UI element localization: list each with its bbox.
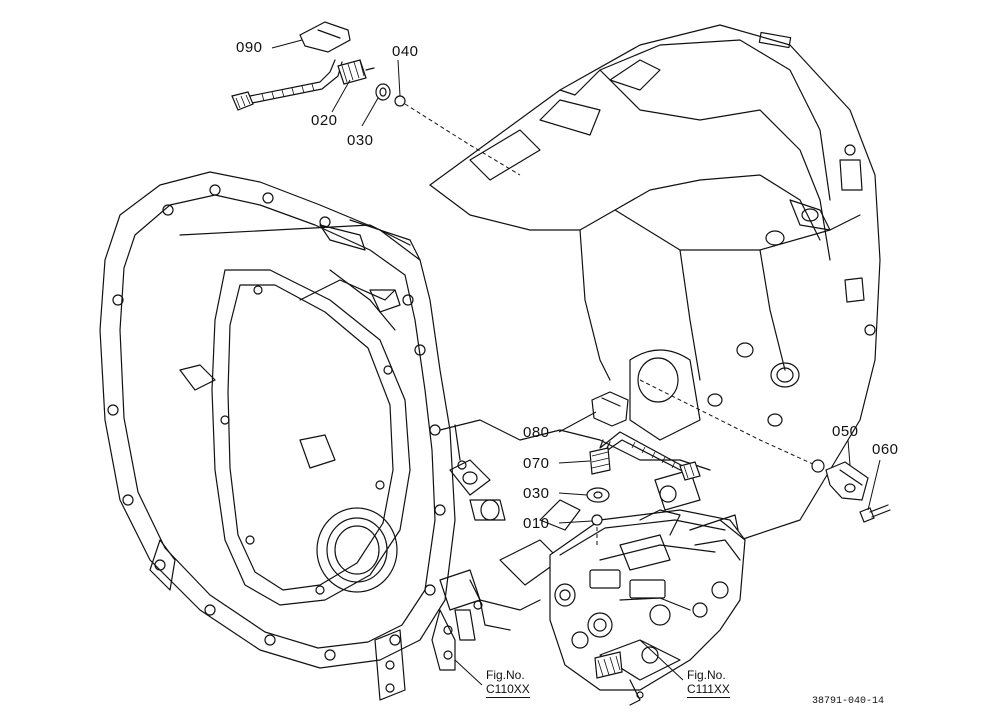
part-label-090: 090 (236, 39, 263, 56)
control-valve-block (549, 469, 746, 706)
label-leaders (271, 39, 881, 686)
part-label-060: 060 (872, 441, 899, 458)
sensor-assembly (639, 379, 891, 523)
part-label-080: 080 (523, 424, 550, 441)
part-label-030-top: 030 (347, 132, 374, 149)
figure-ref-right-code: C111XX (687, 682, 730, 698)
part-label-010: 010 (523, 515, 550, 532)
figure-ref-left-label: Fig.No. (486, 668, 525, 682)
lower-mounts (374, 419, 711, 701)
figure-ref-left-code: C110XX (486, 682, 530, 698)
drawing-code: 38791-040-14 (812, 696, 885, 707)
part-label-030-mid: 030 (523, 485, 550, 502)
middle-pipe-assembly (586, 391, 701, 545)
top-pipe-assembly (231, 21, 521, 176)
figure-ref-right-label: Fig.No. (687, 668, 726, 682)
part-label-050: 050 (832, 423, 859, 440)
figure-ref-right: Fig.No. C111XX (687, 668, 730, 698)
part-label-040: 040 (392, 43, 419, 60)
part-label-020: 020 (311, 112, 338, 129)
figure-ref-left: Fig.No. C110XX (486, 668, 530, 698)
bell-housing (99, 171, 456, 669)
part-label-070: 070 (523, 455, 550, 472)
